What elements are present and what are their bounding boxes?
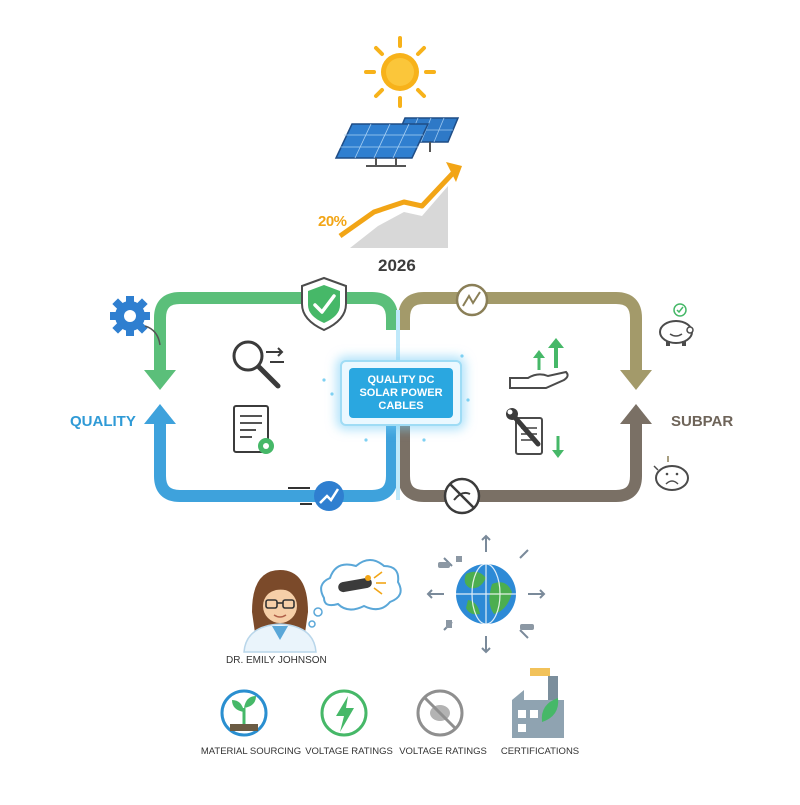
hand-arrows-icon bbox=[509, 338, 569, 389]
lightning-icon bbox=[320, 689, 368, 737]
solar-panel-icon bbox=[334, 117, 460, 167]
quality-down-arrow bbox=[144, 370, 176, 390]
gear-icon bbox=[110, 296, 161, 346]
magnifier-icon bbox=[232, 340, 284, 389]
no-cable-category-icon bbox=[416, 689, 464, 737]
globe-icon bbox=[426, 534, 546, 654]
wrench-document-icon bbox=[506, 408, 564, 458]
category-label-material-sourcing: MATERIAL SOURCING bbox=[200, 746, 302, 757]
quality-label: QUALITY bbox=[70, 413, 136, 430]
factory-leaf-icon bbox=[512, 668, 564, 738]
center-label-box: QUALITY DC SOLAR POWER CABLES bbox=[340, 360, 462, 426]
scientist-avatar-icon bbox=[243, 570, 317, 653]
subpar-label: SUBPAR bbox=[671, 413, 734, 430]
category-label-voltage-ratings: VOLTAGE RATINGS bbox=[305, 746, 393, 757]
sun-icon bbox=[364, 36, 436, 108]
center-label: QUALITY DC SOLAR POWER CABLES bbox=[349, 368, 453, 418]
thought-cloud-cable-icon bbox=[308, 559, 402, 628]
category-label-certifications: CERTIFICATIONS bbox=[500, 746, 580, 757]
broken-cable-icon bbox=[455, 283, 489, 317]
target-year: 2026 bbox=[378, 256, 416, 275]
person-name: DR. EMILY JOHNSON bbox=[226, 655, 327, 666]
sad-piggy-bank-icon bbox=[653, 456, 689, 491]
happy-piggy-bank-icon bbox=[659, 303, 694, 346]
subpar-down-arrow bbox=[620, 370, 652, 390]
quality-up-arrow bbox=[144, 404, 176, 424]
growth-chart-icon bbox=[338, 162, 462, 248]
subpar-loop bbox=[398, 292, 642, 502]
quality-loop bbox=[154, 292, 398, 502]
growth-percentage: 20% bbox=[318, 213, 347, 230]
shield-check-icon bbox=[301, 276, 347, 332]
category-label-voltage-ratings-2: VOLTAGE RATINGS bbox=[399, 746, 487, 757]
subpar-up-arrow bbox=[620, 404, 652, 424]
no-cable-icon bbox=[443, 477, 481, 515]
document-gear-icon bbox=[233, 405, 274, 454]
sprout-icon bbox=[220, 689, 268, 737]
cable-cut-icon bbox=[288, 481, 344, 511]
